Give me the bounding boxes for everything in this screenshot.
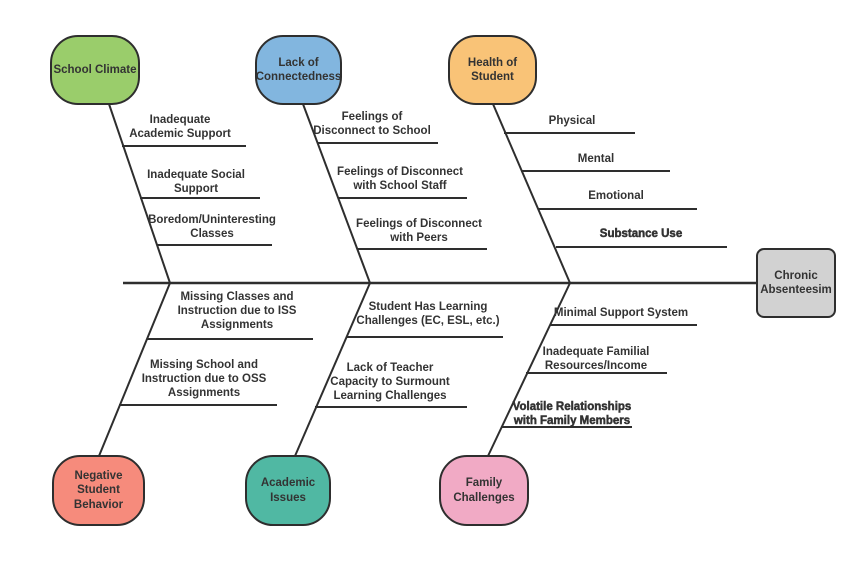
cause-label-disconnect-with-peers: Feelings of Disconnect with Peers: [356, 218, 482, 245]
cause-label-missing-oss: Missing School and Instruction due to OS…: [141, 359, 267, 400]
category-label-family-challenges: Family Challenges: [453, 477, 515, 504]
cause-label-mental: Mental: [577, 153, 615, 165]
cause-label-minimal-support-system: Minimal Support System: [553, 307, 689, 319]
cause-label-physical: Physical: [548, 115, 596, 127]
category-box-health-of-student: Health of Student: [448, 35, 537, 105]
branch-line-school-climate: [108, 103, 171, 284]
cause-label-disconnect-with-school-staff: Feelings of Disconnect with School Staff: [337, 166, 463, 193]
category-box-academic-issues: Academic Issues: [245, 455, 331, 526]
cause-label-substance-use: Substance Use: [599, 228, 683, 241]
cause-label-volatile-relationships: Volatile Relationships with Family Membe…: [512, 401, 632, 428]
category-label-negative-student-behavior: Negative Student Behavior: [73, 470, 124, 511]
cause-label-emotional: Emotional: [588, 190, 644, 202]
category-label-school-climate: School Climate: [53, 63, 137, 76]
cause-label-inadequate-familial-resources: Inadequate Familial Resources/Income: [542, 346, 650, 373]
effect-label: Chronic Absenteesim: [760, 269, 832, 296]
category-label-lack-of-connectedness: Lack of Connectedness: [255, 56, 342, 83]
branch-line-negative-student-behavior: [98, 282, 171, 457]
cause-label-boredom-uninteresting-classes: Boredom/Uninteresting Classes: [148, 214, 276, 241]
cause-label-disconnect-to-school: Feelings of Disconnect to School: [313, 111, 431, 138]
category-box-negative-student-behavior: Negative Student Behavior: [52, 455, 145, 526]
cause-label-missing-iss: Missing Classes and Instruction due to I…: [177, 291, 297, 332]
branch-line-health-of-student: [492, 103, 571, 284]
branch-line-academic-issues: [294, 282, 371, 457]
cause-label-lack-of-teacher-capacity: Lack of Teacher Capacity to Surmount Lea…: [330, 362, 450, 403]
category-box-lack-of-connectedness: Lack of Connectedness: [255, 35, 342, 105]
category-box-school-climate: School Climate: [50, 35, 140, 105]
cause-label-student-learning-challenges: Student Has Learning Challenges (EC, ESL…: [356, 301, 500, 328]
effect-box-chronic-absenteeism: Chronic Absenteesim: [756, 248, 836, 318]
category-box-family-challenges: Family Challenges: [439, 455, 529, 526]
category-label-health-of-student: Health of Student: [467, 56, 518, 83]
cause-label-inadequate-academic-support: Inadequate Academic Support: [129, 114, 231, 141]
category-label-academic-issues: Academic Issues: [260, 477, 316, 504]
branch-line-lack-of-connectedness: [302, 103, 371, 284]
cause-label-inadequate-social-support: Inadequate Social Support: [147, 169, 245, 196]
